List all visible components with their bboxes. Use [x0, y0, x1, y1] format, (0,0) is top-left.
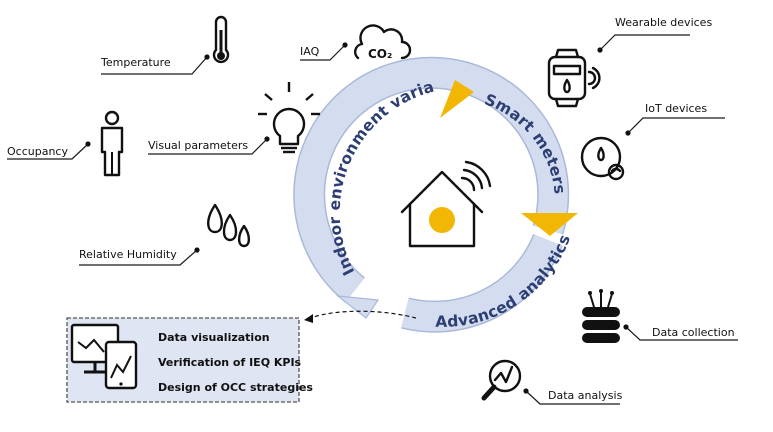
arrow-right	[521, 213, 578, 236]
temperature-item: Temperature	[100, 15, 230, 75]
co2-text: CO₂	[368, 47, 392, 61]
ring-tail	[336, 295, 380, 319]
temperature-label: Temperature	[100, 56, 171, 69]
data-analysis-item: Data analysis	[481, 359, 623, 405]
person-icon	[100, 110, 124, 177]
cycle-ring: Indoor environment variables Smart meter…	[0, 0, 578, 333]
iaq-item: CO₂ IAQ	[300, 24, 412, 61]
ring-band-bottom-fill	[401, 234, 562, 332]
connector-arrowhead	[304, 314, 313, 323]
visual-label: Visual parameters	[148, 139, 248, 152]
iot-item: IoT devices	[580, 102, 725, 181]
co2-cloud-icon: CO₂	[354, 24, 412, 61]
humidity-item: Relative Humidity	[79, 203, 251, 266]
smartwatch-icon	[547, 48, 601, 108]
wearable-label: Wearable devices	[615, 16, 712, 29]
sensor-gauge-icon	[580, 136, 625, 181]
output-box: Data visualization Verification of IEQ K…	[66, 317, 313, 403]
output-item-verification: Verification of IEQ KPIs	[158, 356, 302, 369]
humidity-label: Relative Humidity	[79, 248, 177, 261]
dashed-connector	[309, 310, 417, 319]
ring-band-fill	[294, 58, 568, 302]
lightbulb-icon	[258, 82, 320, 154]
visual-item: Visual parameters	[148, 82, 320, 155]
wearable-item: Wearable devices	[547, 16, 712, 108]
data-collection-item: Data collection	[582, 289, 738, 343]
monitor-tablet-icon	[70, 323, 138, 390]
occupancy-item: Occupancy	[7, 110, 124, 177]
thermometer-icon	[212, 15, 230, 64]
occupancy-label: Occupancy	[7, 145, 68, 158]
data-collection-label: Data collection	[652, 326, 735, 339]
smart-home-icon	[400, 160, 492, 248]
arrow-top	[440, 80, 474, 118]
data-analysis-label: Data analysis	[548, 389, 623, 402]
water-drops-icon	[207, 203, 251, 248]
iot-label: IoT devices	[645, 102, 707, 115]
database-icon	[582, 289, 620, 343]
output-item-visualization: Data visualization	[158, 331, 270, 344]
magnifier-chart-icon	[481, 359, 522, 401]
output-item-design: Design of OCC strategies	[158, 381, 313, 394]
iaq-label: IAQ	[300, 45, 320, 58]
